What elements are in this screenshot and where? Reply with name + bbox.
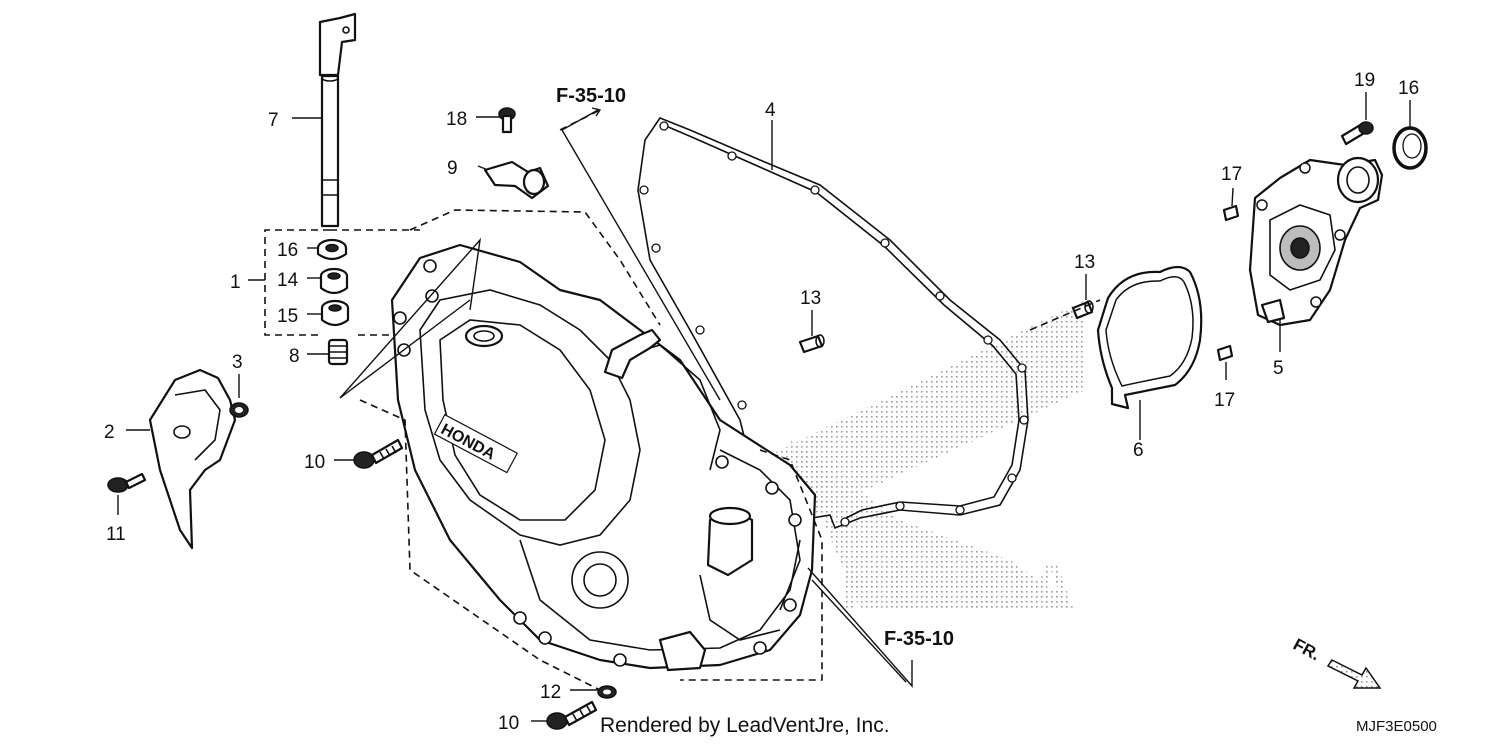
gasket-bolt-holes bbox=[639, 121, 1029, 527]
front-marker-label: FR. bbox=[1290, 635, 1323, 665]
assembly-group-box bbox=[264, 229, 330, 336]
shaft-7 bbox=[318, 12, 357, 228]
callout-15: 16 bbox=[1398, 78, 1419, 99]
bearing-13-upper bbox=[319, 267, 349, 295]
callout-19: 19 bbox=[1354, 70, 1375, 91]
reference-top: F-35-10 bbox=[556, 85, 626, 107]
callout-leaders bbox=[117, 92, 1411, 722]
render-credit: Rendered by LeadVentJre, Inc. bbox=[600, 714, 890, 737]
stipple-wedge bbox=[770, 300, 1085, 520]
diagram-code: MJF3E0500 bbox=[1356, 718, 1437, 735]
dowel-17-center bbox=[798, 334, 825, 354]
reference-bottom: F-35-10 bbox=[884, 628, 954, 650]
right-crankcase-cover: HONDA bbox=[390, 243, 817, 672]
callout-1: 1 bbox=[230, 272, 241, 293]
callout-13-upper: 14 bbox=[277, 270, 299, 291]
callout-9: 9 bbox=[447, 158, 458, 179]
water-pump-5 bbox=[1248, 156, 1384, 327]
bolt-10-upper bbox=[353, 438, 404, 469]
callout-14: 16 bbox=[277, 240, 298, 261]
callout-12: 12 bbox=[540, 682, 561, 703]
washer-12 bbox=[597, 685, 617, 699]
callout-2: 2 bbox=[104, 422, 115, 443]
callout-18: 18 bbox=[446, 109, 467, 130]
clamp-9 bbox=[483, 160, 550, 200]
bolt-11 bbox=[107, 472, 147, 493]
callout-16-lower: 17 bbox=[1214, 390, 1235, 411]
dowel-8 bbox=[327, 338, 349, 366]
callout-4: 4 bbox=[765, 100, 776, 121]
guard-2 bbox=[148, 368, 237, 550]
callout-6: 6 bbox=[1133, 440, 1144, 461]
watermark-text: HONDA bbox=[840, 550, 1075, 622]
gasket-4 bbox=[637, 117, 1029, 530]
washer-3 bbox=[229, 402, 249, 418]
dowel-16-lower bbox=[1216, 344, 1234, 362]
oil-seal-14 bbox=[316, 238, 348, 261]
callout-16-upper: 17 bbox=[1221, 164, 1242, 185]
callout-8: 8 bbox=[289, 346, 300, 367]
honda-watermark: HONDA bbox=[790, 440, 1080, 622]
callout-17-right: 13 bbox=[1074, 252, 1095, 273]
callout-17-center: 13 bbox=[800, 288, 821, 309]
dowel-16-upper bbox=[1222, 204, 1240, 222]
callout-10-lower: 10 bbox=[498, 713, 519, 734]
bolt-18 bbox=[498, 107, 516, 134]
callout-13-lower: 15 bbox=[277, 306, 298, 327]
callout-3: 3 bbox=[232, 352, 243, 373]
callout-5: 5 bbox=[1273, 358, 1284, 379]
oring-gasket-6 bbox=[1096, 265, 1203, 410]
oring-15 bbox=[1392, 126, 1428, 170]
front-direction-marker: FR. bbox=[1290, 635, 1382, 689]
bolt-10-lower bbox=[546, 700, 598, 730]
bearing-13-lower bbox=[320, 299, 350, 327]
bolt-19 bbox=[1340, 121, 1374, 146]
callout-11: 11 bbox=[106, 524, 126, 545]
callout-7: 7 bbox=[268, 110, 279, 131]
callout-10-upper: 10 bbox=[304, 452, 325, 473]
